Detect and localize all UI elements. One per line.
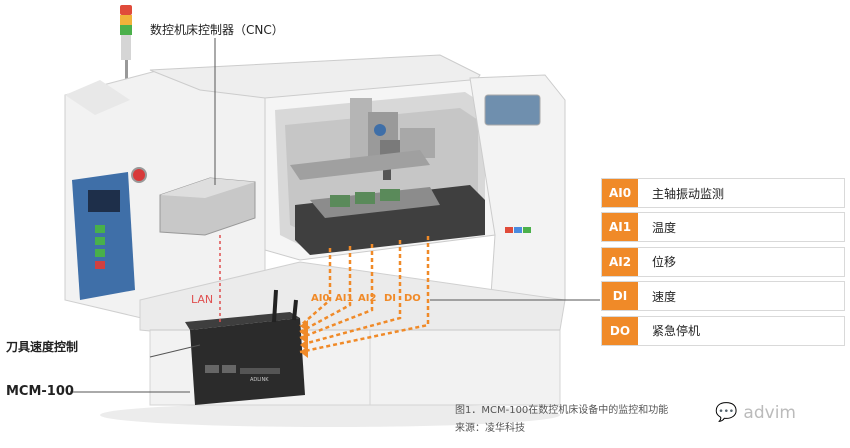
signal-code: AI1 xyxy=(602,213,638,242)
signal-description: 紧急停机 xyxy=(652,324,701,339)
signal-row-do: DO 紧急停机 xyxy=(601,315,845,346)
arrow-heads xyxy=(300,320,308,358)
arrow-label-ai1: AI1 xyxy=(335,293,354,304)
signal-code: DI xyxy=(602,282,638,311)
worktable xyxy=(295,185,485,255)
signal-description: 位移 xyxy=(652,255,677,270)
arrow-label-do: DO xyxy=(404,293,421,304)
signal-row-ai2: AI2 位移 xyxy=(601,246,845,277)
watermark-text: advim xyxy=(743,402,796,423)
figure-caption: 图1．MCM-100在数控机床设备中的监控和功能 来源：凌华科技 xyxy=(455,402,668,438)
signal-description: 速度 xyxy=(652,289,677,304)
signal-description: 温度 xyxy=(652,220,677,235)
arrow-label-di: DI xyxy=(384,293,397,304)
lan-label: LAN xyxy=(191,293,214,306)
caption-line-1: 图1．MCM-100在数控机床设备中的监控和功能 xyxy=(455,405,669,416)
cnc-controller-box xyxy=(159,38,256,236)
signal-row-di: DI 速度 xyxy=(601,281,845,312)
spindle-gantry xyxy=(290,98,435,180)
signal-table: AI0 主轴振动监测 AI1 温度 AI2 位移 DI 速度 DO 紧急停机 xyxy=(601,178,845,350)
signal-row-ai1: AI1 温度 xyxy=(601,212,845,243)
wechat-icon: 💬 xyxy=(715,402,738,423)
device-brand-label: ADLINK xyxy=(250,377,269,383)
arrow-label-ai2: AI2 xyxy=(358,293,377,304)
signal-code: AI0 xyxy=(602,179,638,207)
tool-speed-leader-line xyxy=(149,344,201,358)
tool-speed-label: 刀具速度控制 xyxy=(6,340,79,354)
signal-tower xyxy=(120,5,132,85)
signal-row-ai0: AI0 主轴振动监测 xyxy=(601,178,845,208)
caption-line-2: 来源：凌华科技 xyxy=(455,423,525,434)
cnc-label: 数控机床控制器（CNC） xyxy=(150,23,284,37)
control-panel xyxy=(72,167,147,300)
signal-code: DO xyxy=(602,316,638,345)
arrow-label-ai0: AI0 xyxy=(311,293,330,304)
signal-arrows xyxy=(299,236,430,354)
mcm100-device xyxy=(185,289,305,405)
mcm-label: MCM-100 xyxy=(6,384,74,399)
signal-code: AI2 xyxy=(602,247,638,276)
signal-description: 主轴振动监测 xyxy=(652,186,725,201)
watermark: 💬 advim xyxy=(715,402,796,423)
